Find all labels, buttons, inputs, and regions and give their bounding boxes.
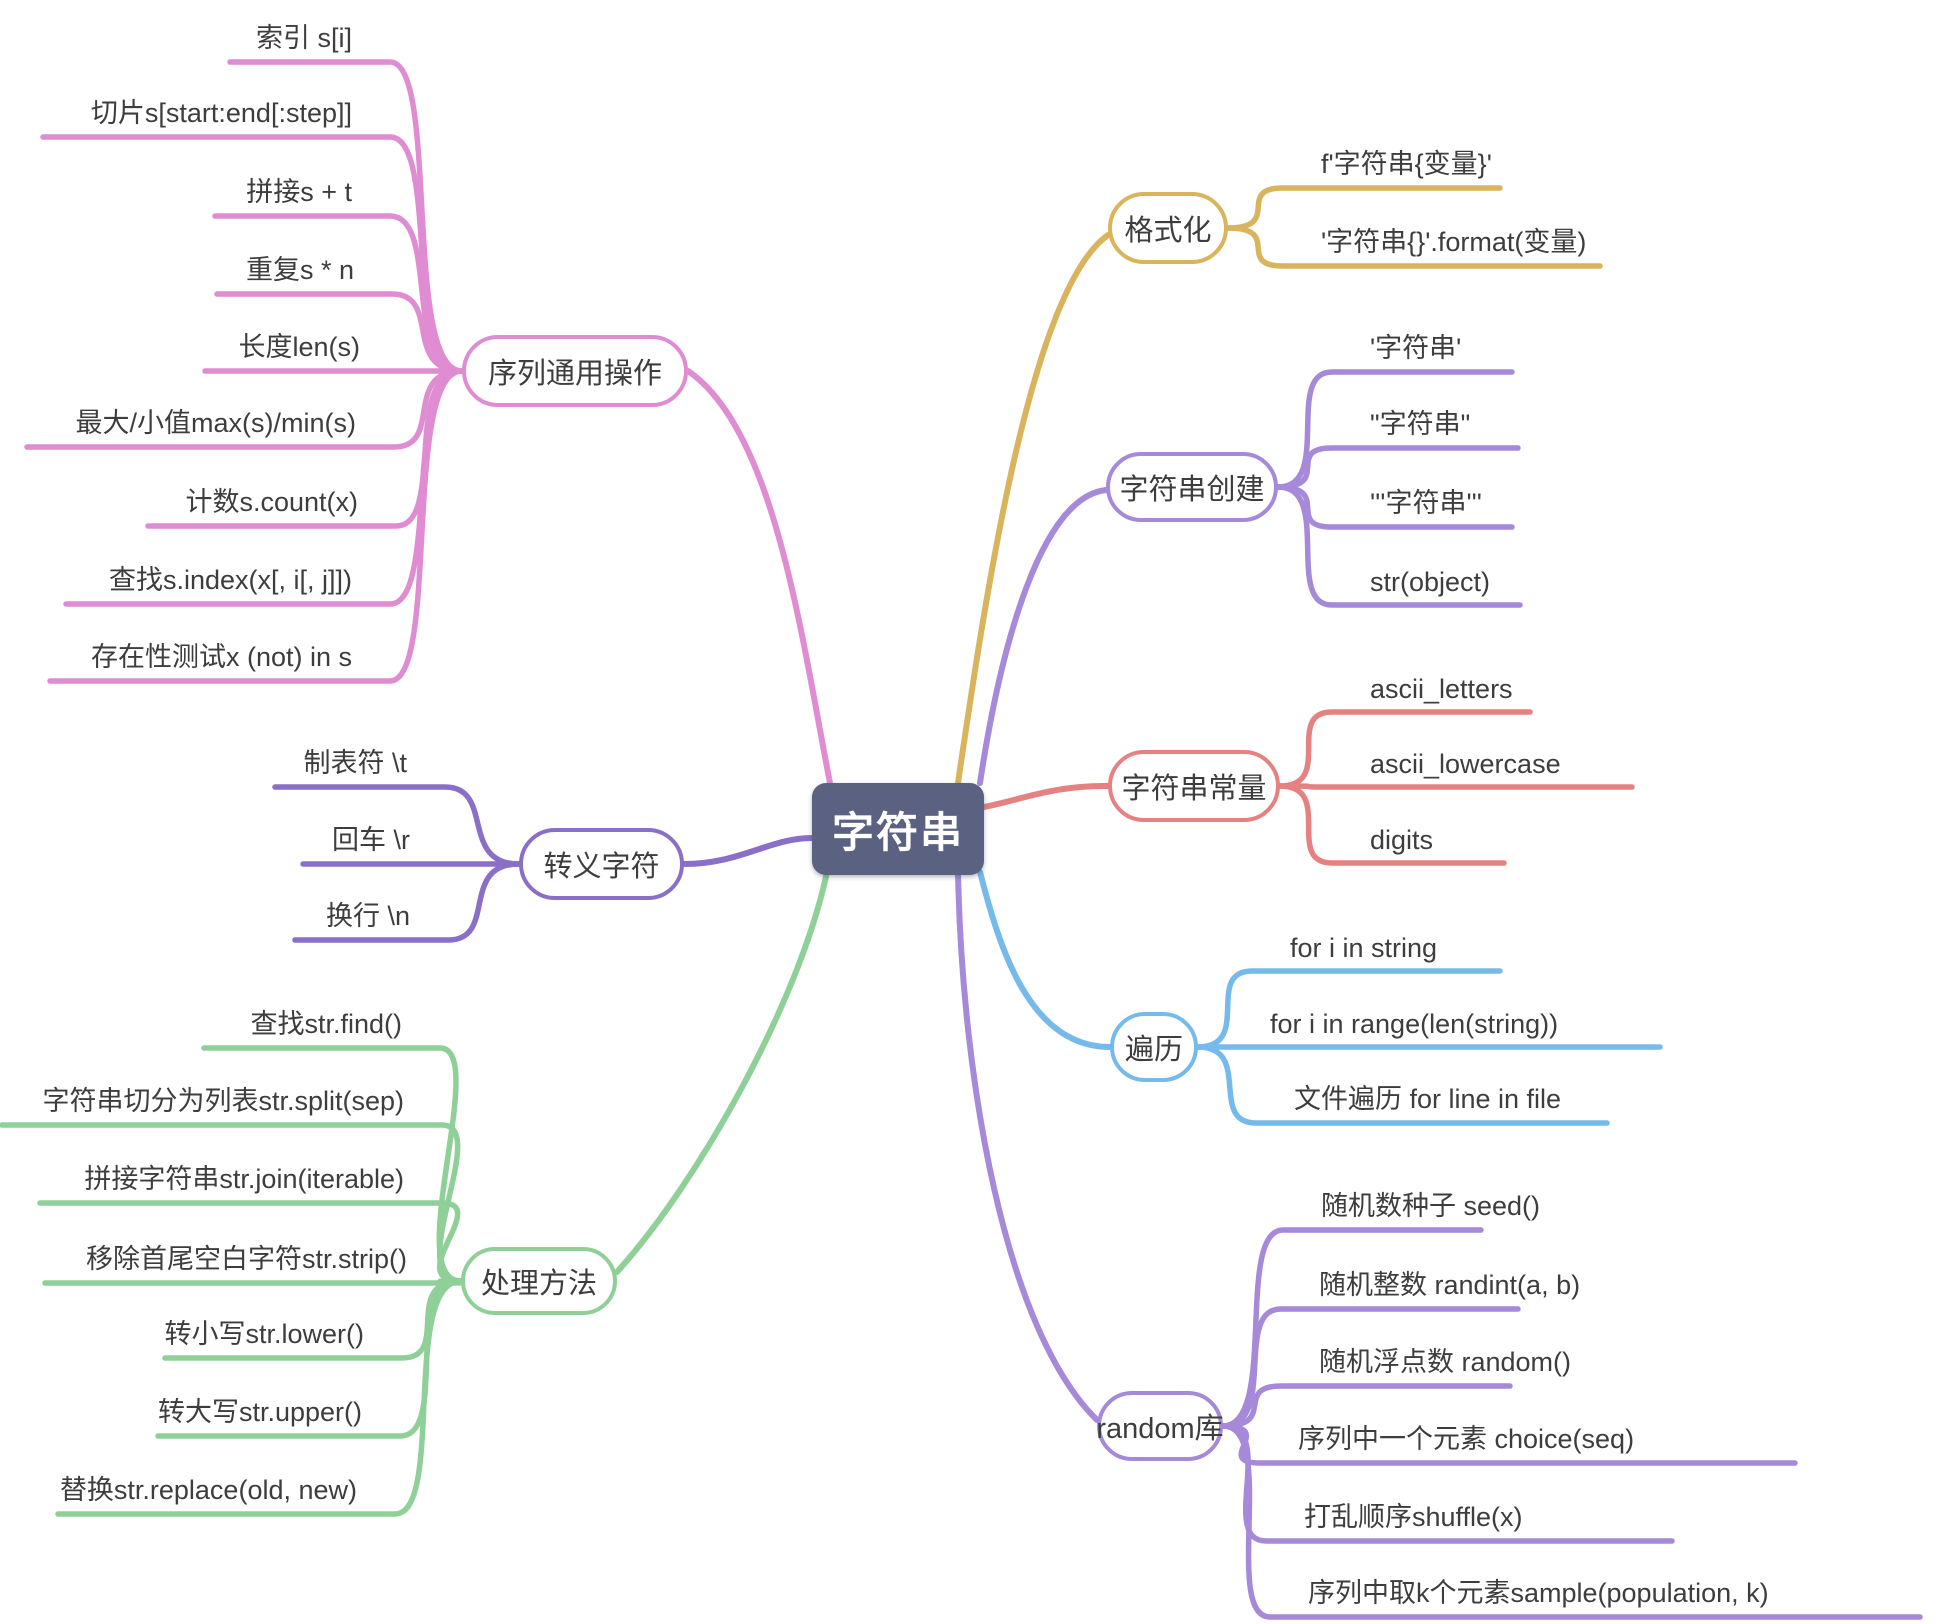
leaf-label-seq-7[interactable]: 查找s.index(x[, i[, j]]) xyxy=(108,565,352,595)
branch-connector-escape xyxy=(681,835,815,867)
branch-node-process-methods[interactable]: 处理方法 xyxy=(461,1247,617,1315)
leaf-connector-const-2 xyxy=(1277,783,1507,866)
leaf-label-iterate-1[interactable]: for i in range(len(string)) xyxy=(1270,1009,1559,1039)
leaf-label-seq-8[interactable]: 存在性测试x (not) in s xyxy=(90,642,352,672)
leaf-label-process-6[interactable]: 替换str.replace(old, new) xyxy=(59,1475,357,1505)
branch-connector-seq xyxy=(685,368,833,786)
leaf-connector-random-1 xyxy=(1220,1306,1521,1429)
leaf-connector-random-0 xyxy=(1220,1227,1484,1429)
leaf-label-seq-0[interactable]: 索引 s[i] xyxy=(255,23,352,53)
leaf-connector-const-1 xyxy=(1277,783,1635,790)
leaf-label-format-1[interactable]: '字符串{}'.format(变量) xyxy=(1321,227,1587,257)
leaf-label-create-0[interactable]: '字符串' xyxy=(1370,333,1462,363)
leaf-connector-create-3 xyxy=(1275,484,1523,608)
branch-node-string-create[interactable]: 字符串创建 xyxy=(1106,452,1278,522)
leaf-connector-process-3 xyxy=(42,1278,464,1286)
leaf-label-random-2[interactable]: 随机浮点数 random() xyxy=(1319,1347,1572,1377)
leaf-connector-random-5 xyxy=(1220,1423,1923,1620)
branch-connector-const xyxy=(981,782,1111,810)
leaf-label-const-2[interactable]: digits xyxy=(1370,825,1434,855)
branch-connector-process xyxy=(614,869,830,1275)
leaf-label-random-5[interactable]: 序列中取k个元素sample(population, k) xyxy=(1308,1578,1769,1608)
leaf-connector-iterate-2 xyxy=(1195,1044,1610,1126)
leaf-label-random-4[interactable]: 打乱顺序shuffle(x) xyxy=(1304,1502,1523,1532)
leaf-label-random-1[interactable]: 随机整数 randint(a, b) xyxy=(1319,1270,1581,1300)
leaf-connector-escape-2 xyxy=(292,861,522,943)
branch-node-string-constants[interactable]: 字符串常量 xyxy=(1108,750,1280,822)
leaf-connector-iterate-0 xyxy=(1195,968,1503,1050)
leaf-connector-process-2 xyxy=(37,1200,464,1284)
branch-node-sequence-ops[interactable]: 序列通用操作 xyxy=(462,335,688,407)
leaf-connector-format-0 xyxy=(1225,185,1503,231)
leaf-label-process-4[interactable]: 转小写str.lower() xyxy=(164,1319,364,1349)
leaf-connector-seq-3 xyxy=(214,291,465,374)
leaf-label-process-5[interactable]: 转大写str.upper() xyxy=(157,1397,362,1427)
leaf-label-process-0[interactable]: 查找str.find() xyxy=(250,1009,402,1039)
leaf-label-process-1[interactable]: 字符串切分为列表str.split(sep) xyxy=(42,1086,404,1116)
leaf-connector-process-1 xyxy=(0,1122,464,1284)
leaf-label-format-0[interactable]: f'字符串{变量}' xyxy=(1321,149,1492,179)
leaf-label-iterate-2[interactable]: 文件遍历 for line in file xyxy=(1294,1084,1562,1114)
leaf-connector-const-0 xyxy=(1277,709,1533,789)
branch-node-escape-chars[interactable]: 转义字符 xyxy=(519,828,684,900)
branch-connector-format xyxy=(955,232,1111,786)
leaf-connector-seq-1 xyxy=(40,134,465,374)
branch-node-iteration[interactable]: 遍历 xyxy=(1110,1012,1198,1082)
leaf-connector-random-2 xyxy=(1220,1383,1513,1429)
leaf-connector-seq-8 xyxy=(47,368,465,684)
leaf-connector-seq-2 xyxy=(212,213,465,374)
leaf-connector-create-0 xyxy=(1275,369,1515,490)
leaf-label-seq-4[interactable]: 长度len(s) xyxy=(238,332,360,362)
leaf-label-process-2[interactable]: 拼接字符串str.join(iterable) xyxy=(84,1164,404,1194)
leaf-label-seq-2[interactable]: 拼接s + t xyxy=(246,177,352,207)
leaf-label-escape-2[interactable]: 换行 \n xyxy=(325,901,410,931)
leaf-label-process-3[interactable]: 移除首尾空白字符str.strip() xyxy=(86,1244,407,1274)
leaf-label-create-1[interactable]: "字符串" xyxy=(1370,409,1471,439)
leaf-label-random-3[interactable]: 序列中一个元素 choice(seq) xyxy=(1298,1424,1635,1454)
leaf-label-create-3[interactable]: str(object) xyxy=(1370,567,1491,597)
leaf-connector-seq-5 xyxy=(24,368,465,450)
branch-node-random-lib[interactable]: random库 xyxy=(1096,1391,1224,1461)
leaf-label-random-0[interactable]: 随机数种子 seed() xyxy=(1321,1191,1541,1221)
leaf-label-iterate-0[interactable]: for i in string xyxy=(1290,933,1438,963)
leaf-connector-process-6 xyxy=(55,1278,464,1517)
leaf-connector-format-1 xyxy=(1225,225,1603,269)
leaf-label-escape-1[interactable]: 回车 \r xyxy=(332,825,410,855)
leaf-connector-create-1 xyxy=(1275,445,1521,490)
branch-connector-create xyxy=(977,487,1109,786)
leaf-label-const-0[interactable]: ascii_letters xyxy=(1370,674,1513,704)
leaf-label-escape-0[interactable]: 制表符 \t xyxy=(303,748,407,778)
branch-connector-random xyxy=(955,869,1100,1423)
leaf-label-seq-1[interactable]: 切片s[start:end[:step]] xyxy=(90,98,352,128)
leaf-connector-escape-0 xyxy=(272,784,522,867)
leaf-label-seq-5[interactable]: 最大/小值max(s)/min(s) xyxy=(75,408,356,438)
leaf-label-seq-3[interactable]: 重复s * n xyxy=(245,255,354,285)
branch-connector-iterate xyxy=(977,869,1113,1050)
leaf-label-const-1[interactable]: ascii_lowercase xyxy=(1370,749,1561,779)
branch-node-formatting[interactable]: 格式化 xyxy=(1108,192,1228,264)
leaf-label-create-2[interactable]: '''字符串''' xyxy=(1370,488,1482,518)
leaf-label-seq-6[interactable]: 计数s.count(x) xyxy=(185,487,358,517)
central-topic[interactable]: 字符串 xyxy=(812,783,984,875)
